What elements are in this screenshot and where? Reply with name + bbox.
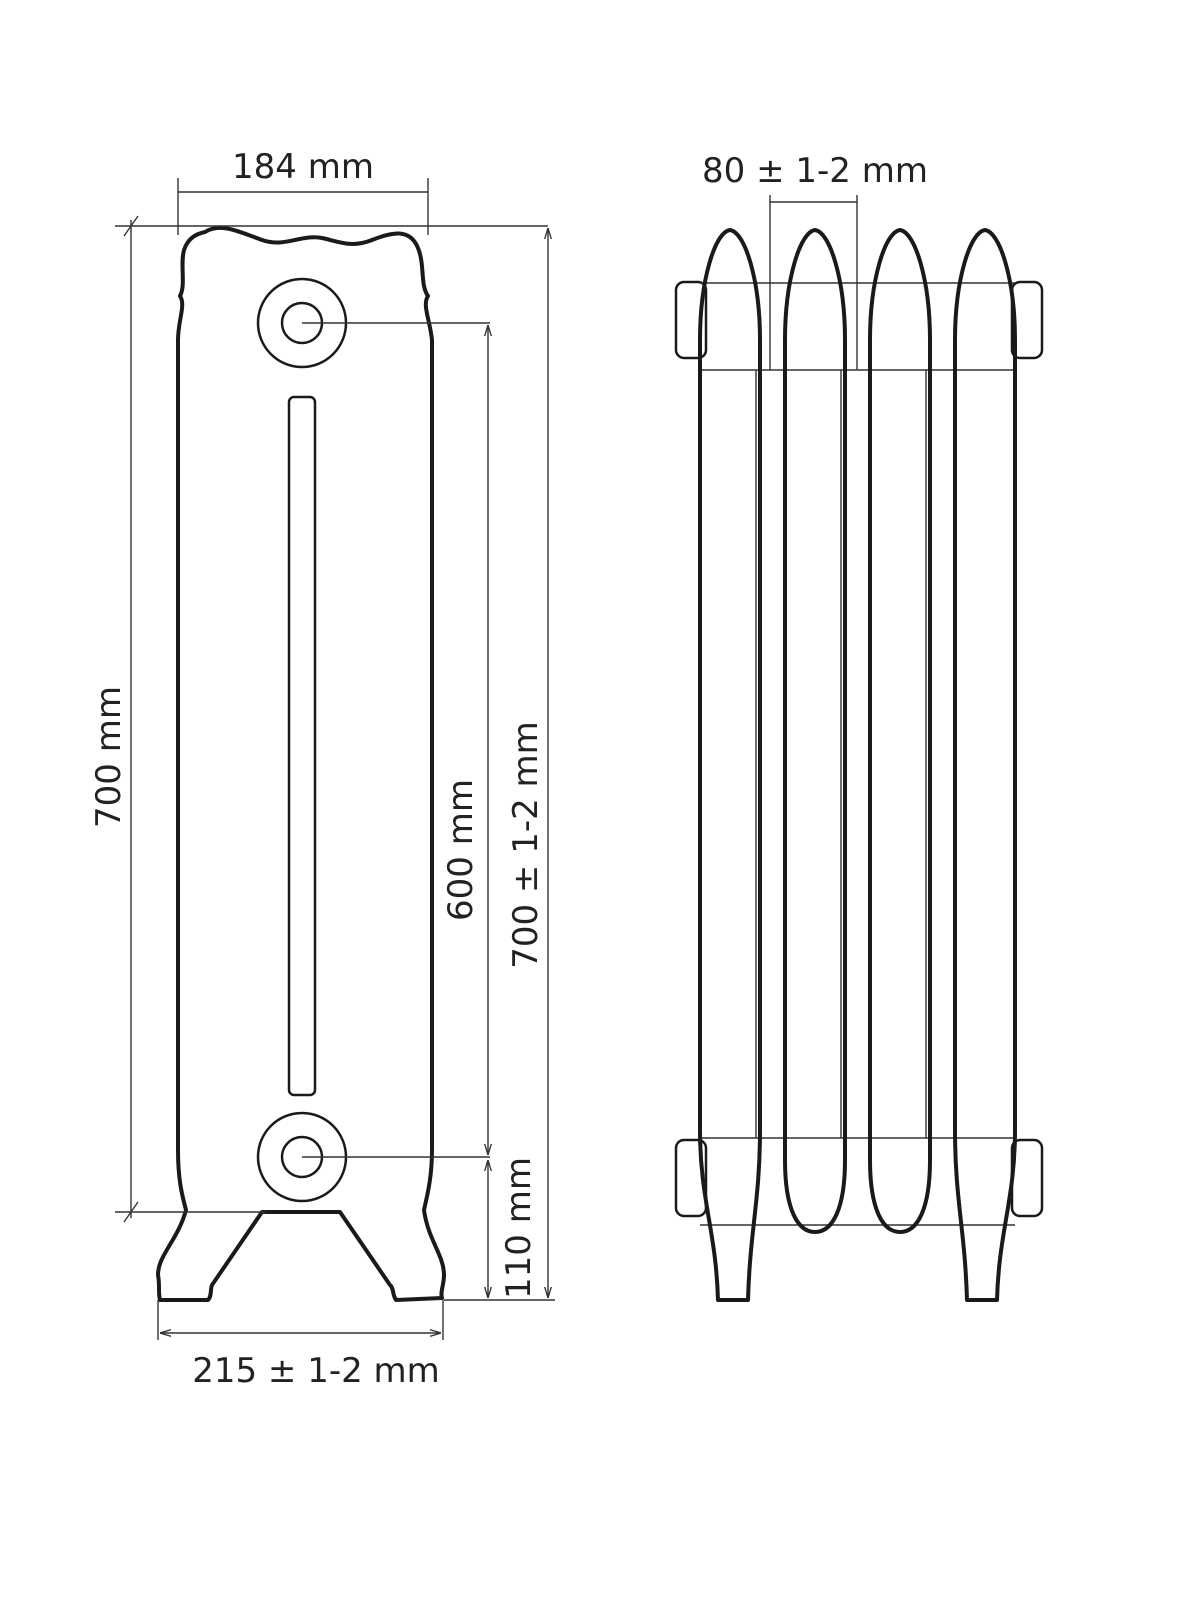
section-pitch-label: 80 ± 1-2 mm [702, 151, 928, 191]
center-slot [287, 395, 317, 1097]
foot-height-label: 110 mm [499, 1157, 539, 1299]
column-1 [698, 228, 762, 1302]
column-4 [953, 228, 1017, 1302]
height-left-label: 700 mm [89, 686, 129, 828]
front-view: 184 mm 700 mm 600 mm 110 mm 700 ± 1-2 mm… [89, 147, 555, 1391]
hub-top-left [674, 280, 708, 360]
hub-bottom-left [674, 1138, 708, 1218]
axis-distance-label: 600 mm [441, 779, 481, 921]
width-top-label: 184 mm [232, 147, 374, 187]
hub-top-right [1010, 280, 1044, 360]
hub-bottom-right [1010, 1138, 1044, 1218]
height-right-label: 700 ± 1-2 mm [506, 721, 546, 969]
width-bottom-label: 215 ± 1-2 mm [192, 1351, 440, 1391]
side-view: 80 ± 1-2 mm [674, 151, 1044, 1302]
section-outline [156, 225, 446, 1302]
column-2 [783, 228, 847, 1234]
column-3 [868, 228, 932, 1234]
